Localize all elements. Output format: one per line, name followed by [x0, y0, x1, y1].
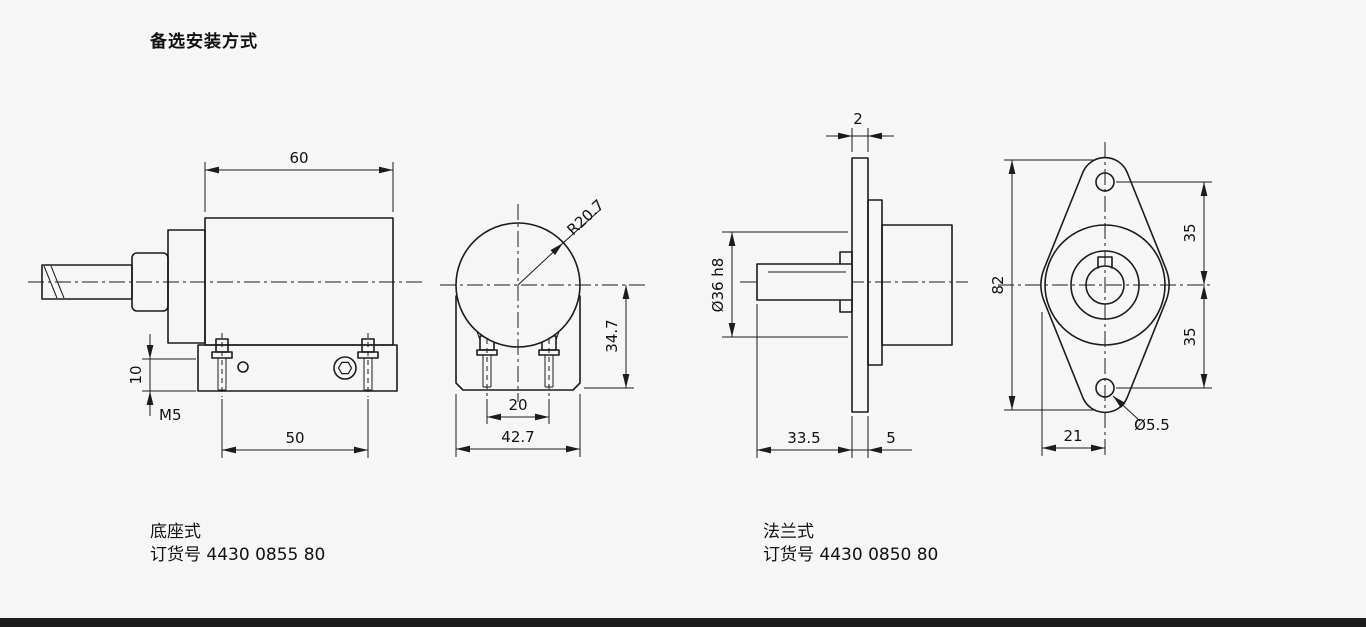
dim-body-width: 42.7 — [501, 428, 534, 446]
flange-outline — [1040, 156, 1170, 414]
dim-foot-height: 10 — [127, 365, 145, 384]
base-screw-left — [211, 333, 233, 397]
caption-flange-mount: 法兰式 订货号 4430 0850 80 — [763, 521, 938, 567]
dim-radius: R20.7 — [563, 196, 607, 239]
flange-mount-side-view: 2 Ø36 h8 33.5 5 — [709, 110, 968, 458]
dim-flange-thickness: 5 — [886, 429, 896, 447]
dim-slot-spacing: 20 — [508, 396, 527, 414]
dim-flange-step: 2 — [853, 110, 863, 128]
front-housing — [455, 295, 581, 391]
dim-shaft-length: 33.5 — [787, 429, 820, 447]
dim-hole-offset-bottom: 35 — [1181, 327, 1199, 346]
dim-hole-spacing: 50 — [285, 429, 304, 447]
base-mount-order-number: 订货号 4430 0855 80 — [150, 545, 326, 565]
dim-hole-offset-top: 35 — [1181, 223, 1199, 242]
base-hole — [237, 361, 249, 373]
page-title: 备选安装方式 — [150, 32, 258, 52]
housing-body — [881, 224, 953, 346]
hex-socket-screw-top — [333, 356, 357, 380]
base-plate — [197, 344, 398, 392]
dim-flange-height: 82 — [989, 275, 1007, 294]
front-disc — [167, 229, 206, 344]
base-mount-front-view: R20.7 34.7 20 42.7 — [440, 196, 648, 457]
flange-mount-label: 法兰式 — [763, 522, 814, 542]
flange-plate — [851, 157, 869, 413]
dim-center-height: 34.7 — [603, 319, 621, 352]
dim-body-length: 60 — [289, 149, 308, 167]
footer-bar — [0, 618, 1366, 627]
dim-hole-offset-x: 21 — [1063, 427, 1082, 445]
dim-thread: M5 — [159, 406, 182, 424]
base-mount-side-view: 60 10 M5 50 — [28, 149, 425, 458]
front-screw-left — [476, 330, 498, 396]
dim-hub-dia: Ø36 h8 — [709, 258, 727, 313]
flange-mount-front-view: 82 35 35 Ø5.5 21 — [989, 142, 1214, 458]
dim-hole-dia: Ø5.5 — [1134, 416, 1170, 434]
caption-base-mount: 底座式 订货号 4430 0855 80 — [150, 521, 325, 567]
shaft — [756, 263, 853, 301]
base-screw-right — [357, 333, 379, 397]
base-mount-label: 底座式 — [150, 522, 201, 542]
flange-mount-order-number: 订货号 4430 0850 80 — [763, 545, 939, 565]
